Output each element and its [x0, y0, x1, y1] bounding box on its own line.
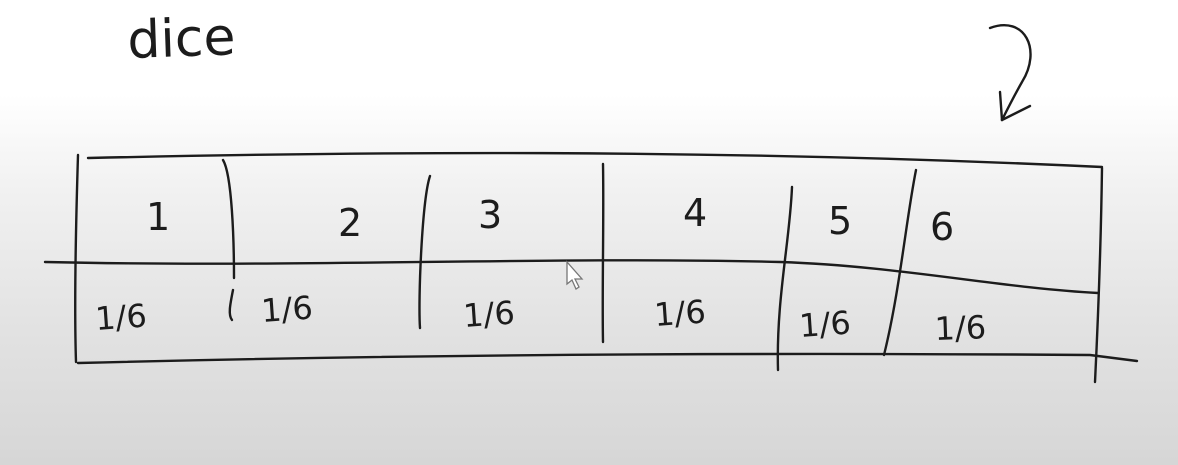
value-cell-5: 5	[828, 199, 852, 243]
diagram-title: dice	[126, 7, 236, 71]
probability-cell-4: 1/6	[653, 292, 707, 333]
probabilities-row: 1/6 1/6 1/6 1/6 1/6 1/6	[94, 288, 987, 348]
probability-cell-6: 1/6	[934, 308, 987, 348]
table-frame	[43, 151, 1139, 384]
probability-cell-5: 1/6	[798, 303, 852, 344]
value-cell-1: 1	[146, 195, 170, 239]
probability-cell-2: 1/6	[260, 288, 314, 329]
values-row: 1 2 3 4 5 6	[146, 191, 954, 249]
value-cell-3: 3	[478, 193, 502, 237]
probability-cell-1: 1/6	[94, 296, 148, 337]
curved-arrow-icon	[988, 24, 1032, 122]
probability-cell-3: 1/6	[462, 293, 516, 334]
value-cell-4: 4	[683, 191, 707, 235]
value-cell-2: 2	[338, 201, 362, 245]
value-cell-6: 6	[930, 205, 954, 249]
mouse-pointer-icon	[566, 260, 584, 290]
